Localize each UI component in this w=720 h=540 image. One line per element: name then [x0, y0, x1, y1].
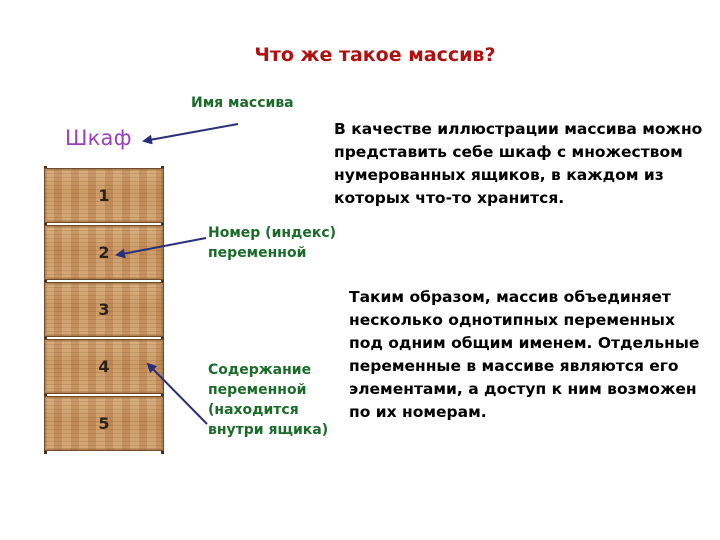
summary-paragraph: Таким образом, массив объединяет несколь…: [349, 288, 700, 421]
drawer-number: 4: [98, 357, 110, 376]
drawer-5: 5: [44, 396, 164, 451]
index-arrow: [115, 237, 207, 259]
name-arrow: [142, 123, 239, 145]
array-name-label: Имя массива: [191, 95, 294, 111]
illustration-paragraph: В качестве иллюстрации массива можно пре…: [334, 120, 703, 207]
drawer-number: 3: [98, 300, 110, 319]
drawer-number: 2: [98, 243, 110, 262]
drawer-1: 1: [44, 168, 164, 223]
content-label: Содержание переменной (находится внутри …: [208, 362, 329, 438]
cabinet-name: Шкаф: [65, 126, 132, 150]
drawer-number: 1: [98, 186, 110, 205]
drawer-4: 4: [44, 339, 164, 394]
slide-title: Что же такое массив?: [254, 44, 496, 66]
drawer-number: 5: [98, 414, 110, 433]
index-label: Номер (индекс) переменной: [208, 225, 337, 261]
content-arrow: [146, 362, 208, 425]
drawer-3: 3: [44, 282, 164, 337]
cabinet: 1 2 3 4 5: [44, 166, 164, 454]
drawer-2: 2: [44, 225, 164, 280]
